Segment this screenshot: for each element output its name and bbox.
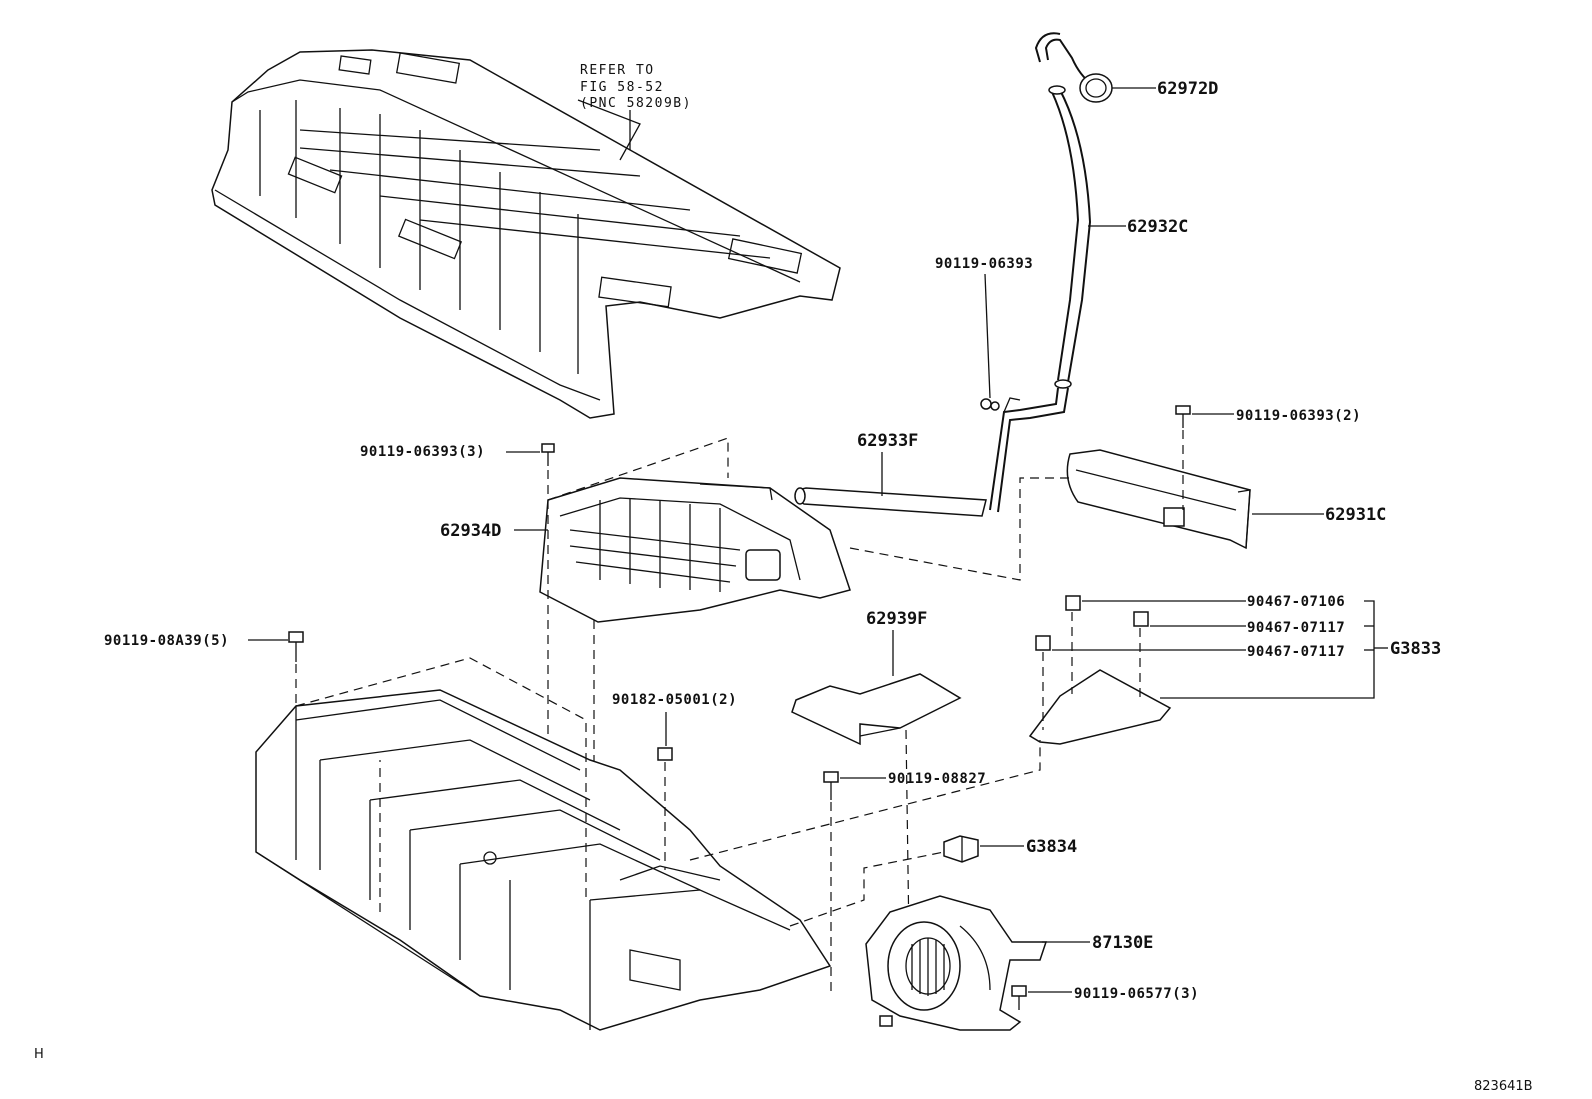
corner-mark-left: H bbox=[34, 1047, 44, 1062]
label-62939F: 62939F bbox=[866, 609, 927, 629]
bolt-icon bbox=[980, 398, 1000, 411]
label-90119-06393: 90119-06393 bbox=[935, 256, 1033, 272]
label-90119-06393-3: 90119-06393(3) bbox=[360, 444, 485, 460]
illustration-number: 823641B bbox=[1474, 1079, 1533, 1094]
blower-87130E-drawing bbox=[865, 895, 1048, 1031]
nut-icon bbox=[657, 747, 673, 761]
refer-note-line3: (PNC 58209B) bbox=[580, 96, 692, 111]
bolt-icon bbox=[823, 771, 839, 800]
refer-note-line2: FIG 58-52 bbox=[580, 80, 664, 95]
label-62933F: 62933F bbox=[857, 431, 918, 451]
label-90119-08A39-5: 90119-08A39(5) bbox=[104, 633, 229, 649]
hose-drawing bbox=[989, 32, 1113, 513]
battery-cover-drawing bbox=[211, 49, 841, 419]
duct-62934D-drawing bbox=[539, 477, 851, 623]
bracket-G3833-drawing bbox=[1028, 595, 1172, 745]
label-62972D: 62972D bbox=[1157, 79, 1218, 99]
label-90467-07117-b: 90467-07117 bbox=[1247, 644, 1345, 660]
label-62931C: 62931C bbox=[1325, 505, 1386, 525]
label-90467-07117-a: 90467-07117 bbox=[1247, 620, 1345, 636]
connector-G3834-drawing bbox=[943, 835, 979, 863]
bolt-icon bbox=[1011, 985, 1027, 1010]
bolt-icon bbox=[541, 443, 555, 466]
label-87130E: 87130E bbox=[1092, 933, 1153, 953]
label-62934D: 62934D bbox=[440, 521, 501, 541]
label-90119-06393-2: 90119-06393(2) bbox=[1236, 408, 1361, 424]
duct-62931C-drawing bbox=[1066, 449, 1251, 550]
label-90119-06577-3: 90119-06577(3) bbox=[1074, 986, 1199, 1002]
label-90119-08827: 90119-08827 bbox=[888, 771, 986, 787]
label-90182-05001-2: 90182-05001(2) bbox=[612, 692, 737, 708]
refer-note-line1: REFER TO bbox=[580, 63, 655, 78]
battery-assembly-drawing bbox=[255, 689, 832, 1031]
bolt-icon bbox=[288, 631, 304, 662]
label-90467-07106: 90467-07106 bbox=[1247, 594, 1345, 610]
label-G3834: G3834 bbox=[1026, 837, 1077, 857]
bolt-icon bbox=[1175, 405, 1191, 428]
label-G3833: G3833 bbox=[1390, 639, 1441, 659]
label-62932C: 62932C bbox=[1127, 217, 1188, 237]
